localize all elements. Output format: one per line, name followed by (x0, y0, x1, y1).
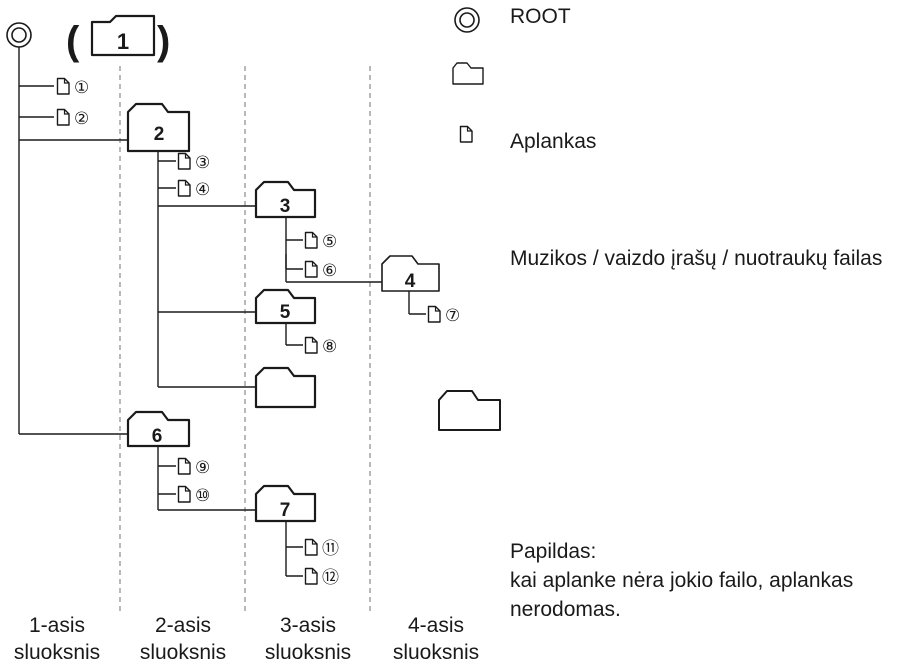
file-number-3: ③ (195, 153, 210, 173)
legend-file-icon (459, 125, 473, 143)
legend-folder-icon (452, 62, 484, 85)
note-empty-folder-icon (438, 390, 501, 431)
legend-root-icon (454, 7, 480, 33)
file-number-1: ① (74, 78, 89, 98)
file-icon (177, 179, 191, 197)
file-number-11: ⑪ (322, 539, 339, 559)
file-number-9: ⑨ (195, 458, 210, 478)
file-icon (177, 457, 191, 475)
file-icon (304, 260, 318, 278)
folder-number-2: 2 (154, 124, 165, 145)
folder-number-4: 4 (405, 271, 416, 292)
file-number-5: ⑤ (322, 232, 337, 252)
file-icon (427, 305, 441, 323)
file-icon (56, 77, 70, 95)
folder-icon-2 (126, 102, 191, 153)
root-folder-open-paren: ( (66, 19, 80, 63)
file-icon (304, 538, 318, 556)
file-number-2: ② (74, 109, 89, 129)
file-icon (304, 231, 318, 249)
folder-number-7: 7 (280, 500, 291, 521)
tree-connectors (18, 46, 426, 577)
folder-number-6: 6 (152, 426, 163, 447)
file-icon (56, 108, 70, 126)
folder-icon-7 (254, 484, 317, 523)
file-number-10: ⑩ (195, 486, 210, 506)
file-icon (177, 485, 191, 503)
folder-number-3: 3 (280, 196, 291, 217)
file-number-8: ⑧ (322, 337, 337, 357)
folder-icon-root (90, 14, 156, 57)
root-folder-close-paren: ) (157, 19, 170, 63)
legend-folder-label: Aplankas (510, 130, 597, 153)
folder-icon-5 (254, 288, 317, 325)
folder-icon-6 (126, 410, 191, 448)
legend-file-label: Muzikos / vaizdo įrašų / nuotraukų faila… (510, 247, 883, 270)
folder-number-5: 5 (280, 302, 291, 323)
file-number-6: ⑥ (322, 261, 337, 281)
folder-icon-empty (254, 366, 317, 409)
file-icon (304, 336, 318, 354)
file-number-12: ⑫ (322, 568, 339, 588)
folder-icon-4 (381, 255, 440, 292)
file-number-7: ⑦ (445, 306, 460, 326)
file-icon (177, 152, 191, 170)
root-icon (6, 22, 32, 48)
note-text: kai aplanke nėra jokio failo, aplankas n… (510, 569, 854, 621)
layer-dividers (119, 66, 371, 612)
file-icon (304, 567, 318, 585)
note-title: Papildas: (510, 540, 597, 563)
file-number-4: ④ (195, 180, 210, 200)
folder-icon-3 (254, 180, 317, 219)
legend-root-label: ROOT (510, 5, 571, 28)
folder-number-1: 1 (117, 29, 129, 54)
